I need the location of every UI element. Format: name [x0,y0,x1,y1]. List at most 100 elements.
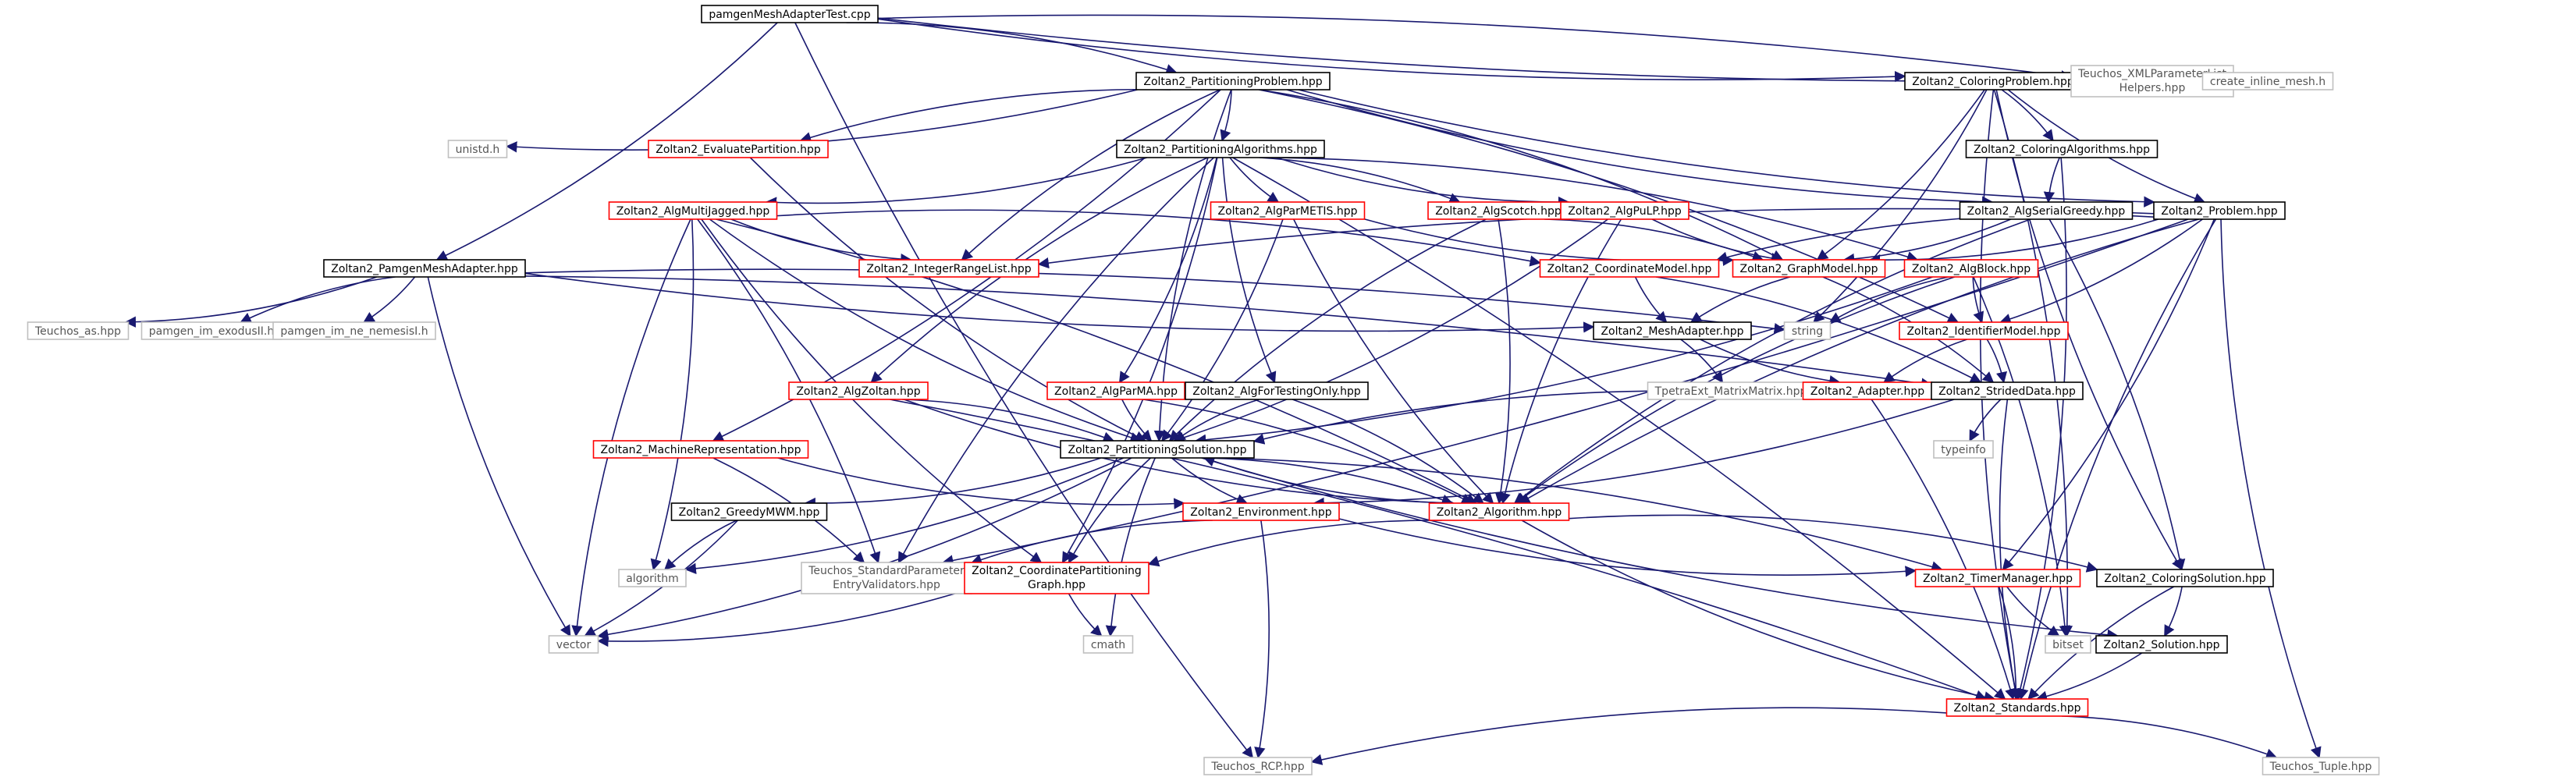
node-colprob[interactable]: Zoltan2_ColoringProblem.hpp [1904,72,2082,90]
node-mj[interactable]: Zoltan2_AlgMultiJagged.hpp [608,201,778,220]
node-label: Zoltan2_AlgSerialGreedy.hpp [1967,205,2126,218]
node-bitset[interactable]: bitset [2045,635,2091,654]
node-label: Zoltan2_EvaluatePartition.hpp [656,144,821,156]
edge-colalgs-to-standards [2014,157,2067,701]
edge-partsol-to-greedymwm [804,457,1102,509]
node-scotch[interactable]: Zoltan2_AlgScotch.hpp [1427,201,1569,220]
node-idmodel[interactable]: Zoltan2_IdentifierModel.hpp [1899,321,2069,340]
node-label: Zoltan2_PartitioningSolution.hpp [1068,444,1246,456]
node-vector[interactable]: vector [548,635,599,654]
edge-partalgs-to-standards [1232,157,2006,700]
node-timermanager[interactable]: Zoltan2_TimerManager.hpp [1914,569,2081,587]
node-standards[interactable]: Zoltan2_Standards.hpp [1945,698,2089,717]
edge-serialgreedy-to-algorithm_hpp [1513,218,2031,504]
edge-algorithm_hpp-to-standards [1521,520,1996,703]
node-tpetraext[interactable]: TpetraExt_MatrixMatrix.hpp [1647,381,1815,400]
node-string[interactable]: string [1783,321,1832,340]
edge-scotch-to-graphmodel [1544,218,1764,262]
edge-pamgenadapter-to-meshadapter [524,272,1595,333]
node-box [1116,140,1325,158]
node-algorithm_hpp[interactable]: Zoltan2_Algorithm.hpp [1428,502,1570,521]
node-parma[interactable]: Zoltan2_AlgParMA.hpp [1046,381,1185,400]
node-label: pamgen_im_ne_nemesisI.h [280,325,428,338]
edge-partalgs-to-algzoltan [870,157,1208,383]
node-typeinfo[interactable]: typeinfo [1933,440,1994,459]
node-label: string [1792,325,1823,338]
node-createmesh[interactable]: create_inline_mesh.h [2201,72,2334,90]
node-partalgs[interactable]: Zoltan2_PartitioningAlgorithms.hpp [1116,140,1325,158]
node-environment[interactable]: Zoltan2_Environment.hpp [1182,502,1340,521]
edge-algblock-to-algorithm_hpp [1515,276,1955,504]
edge-algblock-to-idmodel [1972,276,1984,324]
edge-algzoltan-to-partsol [902,399,1115,443]
edge-mj-to-coordpartgraph [701,218,1043,563]
edge-partsol-to-algorithm [684,457,1125,575]
node-graphmodel[interactable]: Zoltan2_GraphModel.hpp [1732,259,1886,278]
node-greedymwm[interactable]: Zoltan2_GreedyMWM.hpp [670,502,828,521]
edge-pulp-to-algorithm_hpp [1499,218,1622,505]
node-coordmodel[interactable]: Zoltan2_CoordinateModel.hpp [1539,259,1720,278]
node-box [1903,259,2039,278]
node-box [701,5,879,23]
node-box [1182,502,1340,521]
node-pamgenadapter[interactable]: Zoltan2_PamgenMeshAdapter.hpp [323,259,526,278]
node-algblock[interactable]: Zoltan2_AlgBlock.hpp [1903,259,2039,278]
edge-partsol-to-solution [1201,457,2119,640]
node-meshadapter[interactable]: Zoltan2_MeshAdapter.hpp [1593,321,1752,340]
node-box [272,321,436,340]
node-nemesis[interactable]: pamgen_im_ne_nemesisI.h [272,321,436,340]
node-cmath[interactable]: cmath [1082,635,1134,654]
node-rcp[interactable]: Teuchos_RCP.hpp [1203,757,1313,775]
node-teuchos_spev[interactable]: Teuchos_StandardParameterEntryValidators… [801,562,972,594]
edge-timermanager-to-standards [1998,586,2022,701]
edge-strided-to-standards [1999,399,2021,701]
edge-parmetis-to-partsol [1161,218,1284,442]
node-teuchos_as[interactable]: Teuchos_as.hpp [27,321,130,340]
node-colsol[interactable]: Zoltan2_ColoringSolution.hpp [2096,569,2274,587]
edge-mj-to-algorithm [650,218,695,571]
node-machrep[interactable]: Zoltan2_MachineRepresentation.hpp [592,440,809,459]
node-label: Zoltan2_AlgParMA.hpp [1054,385,1178,398]
node-label: Zoltan2_AlgPuLP.hpp [1568,205,1682,218]
node-pulp[interactable]: Zoltan2_AlgPuLP.hpp [1560,201,1690,220]
edge-standards-to-rcp [1310,707,1947,765]
node-root[interactable]: pamgenMeshAdapterTest.cpp [701,5,879,23]
node-tuple[interactable]: Teuchos_Tuple.hpp [2262,757,2380,775]
node-intrange[interactable]: Zoltan2_IntegerRangeList.hpp [858,259,1039,278]
node-box [1046,381,1185,400]
node-box [1185,381,1369,400]
node-serialgreedy[interactable]: Zoltan2_AlgSerialGreedy.hpp [1959,201,2134,220]
edge-partprob-to-serialgreedy [1286,89,1994,208]
node-strided[interactable]: Zoltan2_StridedData.hpp [1931,381,2084,400]
node-unistd[interactable]: unistd.h [447,140,508,158]
edge-problem-to-teuchos_spev [942,218,2189,566]
node-evalpart[interactable]: Zoltan2_EvaluatePartition.hpp [648,140,829,158]
edge-partalgs-to-parma [1118,157,1218,384]
edge-algorithm_hpp-to-coordpartgraph [1147,520,1442,567]
edge-parmetis-to-algorithm_hpp [1293,218,1494,505]
node-problem[interactable]: Zoltan2_Problem.hpp [2153,201,2286,220]
node-colalgs[interactable]: Zoltan2_ColoringAlgorithms.hpp [1965,140,2159,158]
node-box [1203,757,1313,775]
node-fortesting[interactable]: Zoltan2_AlgForTestingOnly.hpp [1185,381,1369,400]
node-algorithm[interactable]: algorithm [618,569,687,587]
node-partsol[interactable]: Zoltan2_PartitioningSolution.hpp [1060,440,1255,459]
edge-scotch-to-partsol [1168,218,1487,442]
node-label: Zoltan2_AlgScotch.hpp [1435,205,1562,218]
node-solution[interactable]: Zoltan2_Solution.hpp [2095,635,2228,654]
node-label: Zoltan2_PartitioningProblem.hpp [1143,76,1322,88]
node-parmetis[interactable]: Zoltan2_AlgParMETIS.hpp [1210,201,1366,220]
node-partprob[interactable]: Zoltan2_PartitioningProblem.hpp [1135,72,1331,90]
node-label: Zoltan2_GraphModel.hpp [1740,263,1878,275]
node-label: Zoltan2_Algorithm.hpp [1437,506,1562,519]
node-exodus[interactable]: pamgen_im_exodusII.h [140,321,282,340]
edge-algzoltan-to-algorithm_hpp [903,399,1455,509]
node-label: Zoltan2_ColoringProblem.hpp [1912,76,2074,88]
node-box [2262,757,2380,775]
edge-partalgs-to-teuchos_spev [897,157,1214,564]
node-algzoltan[interactable]: Zoltan2_AlgZoltan.hpp [788,381,929,400]
node-box [608,201,778,220]
edge-root-to-colprob [877,18,1906,83]
node-adapter[interactable]: Zoltan2_Adapter.hpp [1802,381,1933,400]
